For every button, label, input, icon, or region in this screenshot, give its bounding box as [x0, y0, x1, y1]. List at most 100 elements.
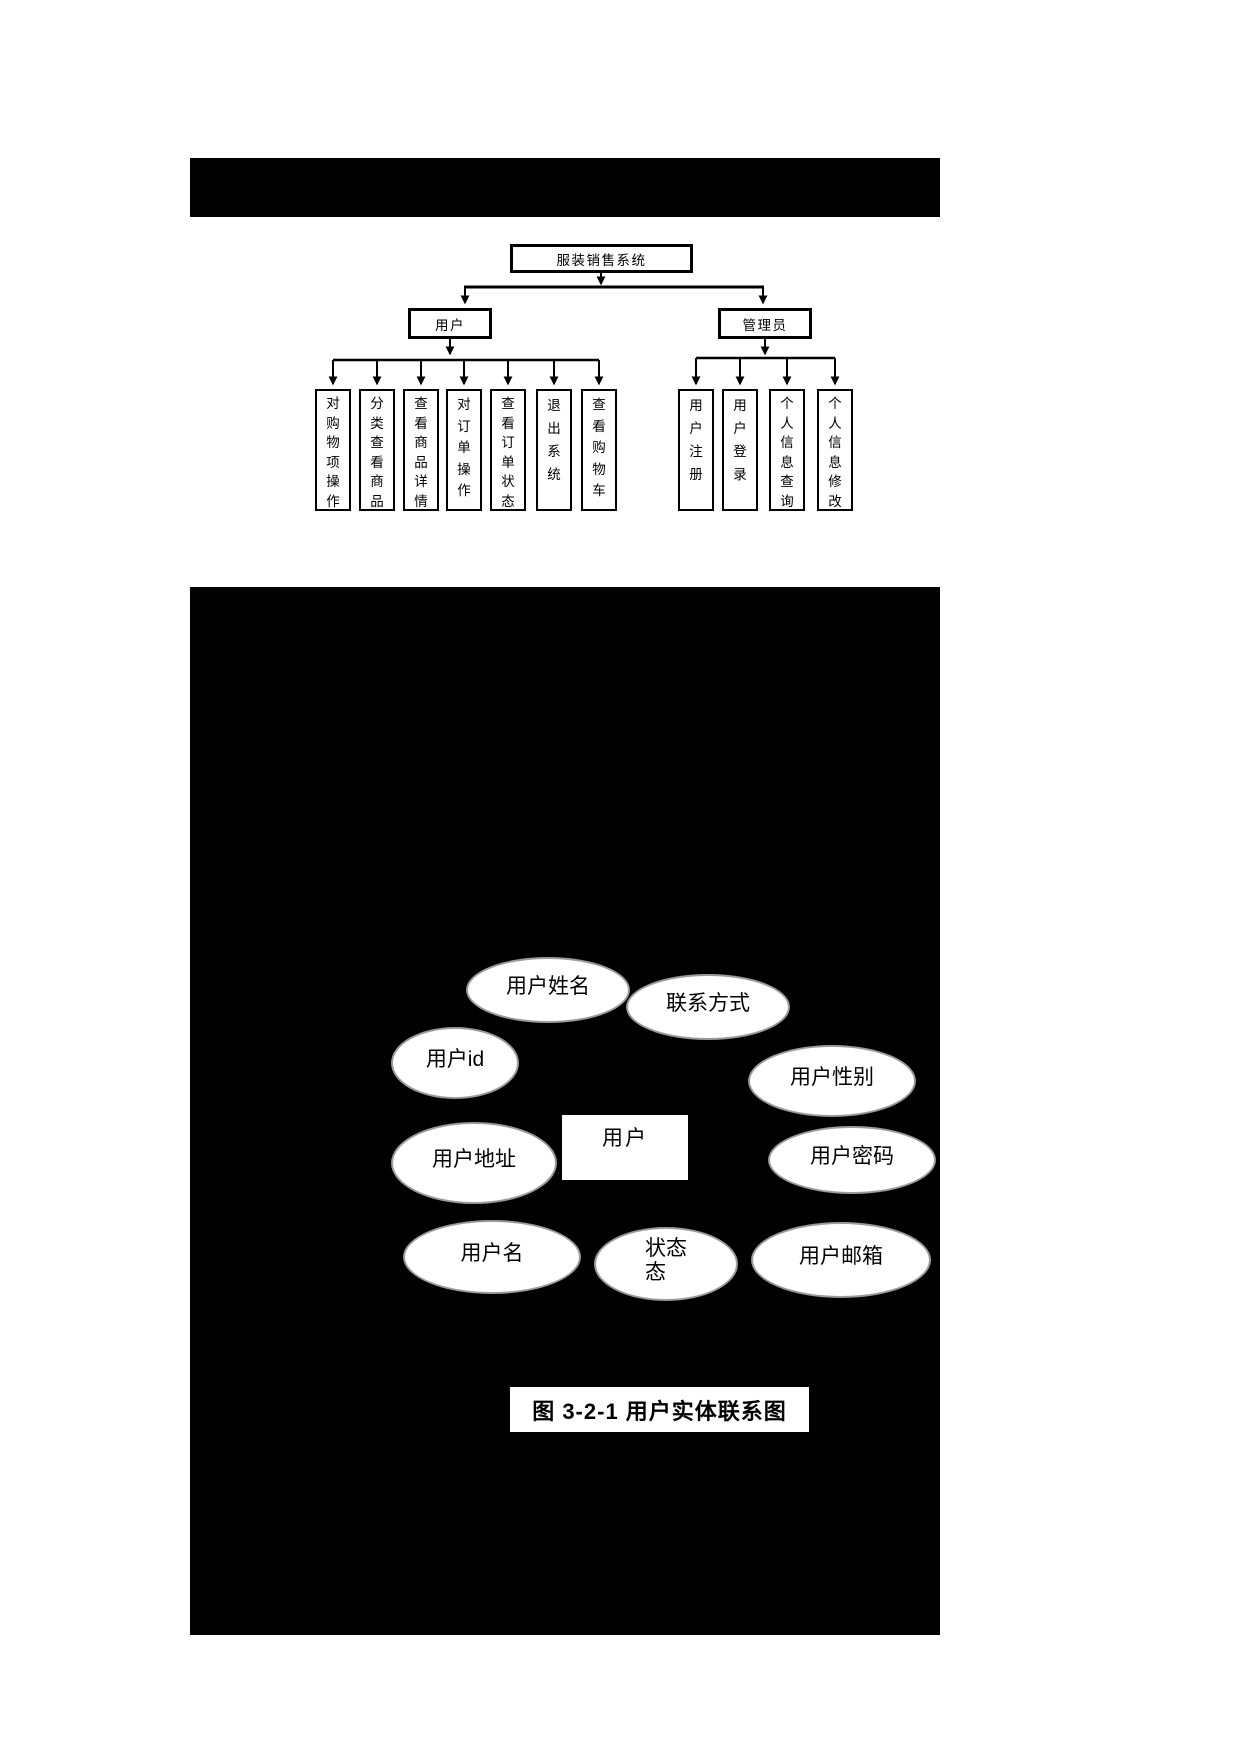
org-leaf-box: 个人信息查询 [769, 389, 805, 511]
org-leaf-box: 对购物项操作 [315, 389, 351, 511]
org-branch-box-user: 用户 [408, 308, 492, 339]
org-leaf-char: 录 [733, 467, 747, 482]
er-attribute-label-line: 用户姓名 [506, 975, 590, 998]
er-attribute-label-line: 联系方式 [666, 992, 750, 1015]
org-leaf-char: 信 [828, 435, 842, 450]
org-leaf-box: 用户登录 [722, 389, 758, 511]
er-attribute-label: 状态态 [645, 1237, 687, 1285]
org-leaf-char: 作 [457, 483, 471, 498]
org-leaf-char: 查 [501, 396, 515, 411]
org-leaf-box: 分类查看商品 [359, 389, 395, 511]
org-leaf-box: 个人信息修改 [817, 389, 853, 511]
org-leaf-char: 订 [501, 435, 515, 450]
org-leaf-char: 询 [780, 493, 794, 509]
org-leaf-char: 查 [780, 474, 794, 489]
org-leaf-char: 户 [689, 421, 703, 436]
org-leaf-char: 查 [370, 435, 384, 450]
org-leaf-char: 详 [414, 474, 428, 489]
org-leaf-char: 查 [592, 397, 606, 412]
org-leaf-char: 商 [414, 435, 428, 450]
figure-caption: 图 3-2-1 用户实体联系图 [510, 1387, 809, 1432]
er-entity-label: 用户 [602, 1127, 648, 1150]
org-leaf-char: 单 [457, 440, 471, 455]
er-attribute-ellipse: 联系方式 [626, 974, 790, 1040]
org-leaf-char: 出 [547, 421, 561, 436]
er-attribute-label-line: 用户性别 [790, 1066, 874, 1089]
org-leaf-char: 状 [501, 474, 515, 489]
org-leaf-box: 退出系统 [536, 389, 572, 511]
org-leaf-char: 看 [370, 454, 384, 470]
org-leaf-char: 看 [414, 415, 428, 431]
er-attribute-label-line: 用户id [425, 1048, 485, 1071]
org-leaf-char: 态 [501, 493, 515, 509]
org-leaf-char: 操 [326, 474, 340, 489]
org-leaf-char: 订 [457, 418, 471, 434]
org-leaf-char: 息 [828, 454, 842, 470]
er-attribute-label: 用户id [426, 1048, 484, 1072]
org-leaf-char: 户 [733, 421, 747, 436]
figure-caption-text: 图 3-2-1 用户实体联系图 [532, 1398, 787, 1424]
org-leaf-char: 情 [414, 493, 428, 509]
org-leaf-char: 人 [780, 415, 794, 431]
org-leaf-char: 对 [326, 396, 340, 411]
redacted-header-bar [190, 158, 940, 217]
er-attribute-ellipse: 用户名 [403, 1220, 581, 1294]
org-leaf-char: 登 [733, 444, 747, 459]
org-branch-admin-label: 管理员 [742, 317, 788, 333]
er-attribute-ellipse: 用户地址 [391, 1122, 557, 1204]
er-attribute-label-line: 用户名 [460, 1242, 524, 1265]
org-leaf-char: 系 [547, 444, 561, 459]
org-leaf-char: 退 [547, 398, 561, 413]
org-leaf-box: 查看商品详情 [403, 389, 439, 511]
org-leaf-char: 信 [780, 435, 794, 450]
org-leaf-char: 统 [547, 467, 561, 482]
er-attribute-label-line: 用户邮箱 [799, 1245, 883, 1268]
org-leaf-char: 类 [370, 415, 384, 431]
org-leaf-box: 用户注册 [678, 389, 714, 511]
org-leaf-char: 对 [457, 397, 471, 412]
org-leaf-char: 单 [501, 454, 515, 470]
org-leaf-char: 改 [828, 493, 842, 509]
org-leaf-char: 用 [733, 398, 747, 413]
er-attribute-ellipse: 用户性别 [748, 1045, 916, 1117]
org-leaf-char: 用 [689, 398, 703, 413]
org-leaf-char: 物 [592, 461, 606, 477]
org-leaf-char: 息 [780, 454, 794, 470]
er-attribute-label: 用户地址 [432, 1148, 516, 1172]
er-attribute-ellipse: 用户密码 [768, 1126, 936, 1194]
org-branch-box-admin: 管理员 [718, 308, 812, 339]
er-attribute-ellipse: 用户邮箱 [751, 1222, 931, 1298]
org-leaf-box: 查看订单状态 [490, 389, 526, 511]
org-leaf-char: 分 [370, 396, 384, 411]
er-attribute-label: 用户姓名 [506, 975, 590, 999]
system-function-diagram: 服装销售系统 用户 管理员 对购物项操作分类查看商品查看商品详情对订单操作查看订… [0, 0, 1240, 600]
org-leaf-char: 人 [828, 415, 842, 431]
org-leaf-char: 物 [326, 435, 340, 450]
org-leaf-char: 册 [689, 467, 703, 482]
er-attribute-label: 联系方式 [666, 992, 750, 1016]
er-attribute-ellipse: 状态态 [594, 1227, 738, 1301]
er-attribute-label-line: 用户密码 [810, 1145, 894, 1168]
er-attribute-label: 用户性别 [790, 1066, 874, 1090]
org-leaf-char: 修 [828, 474, 842, 489]
er-attribute-label: 用户名 [461, 1242, 524, 1266]
er-attribute-label-line: 状态 [645, 1237, 687, 1260]
org-leaf-char: 品 [370, 493, 384, 509]
org-leaf-char: 品 [414, 454, 428, 470]
org-root-box: 服装销售系统 [510, 244, 693, 273]
er-attribute-ellipse: 用户id [391, 1027, 519, 1099]
org-leaf-char: 商 [370, 474, 384, 489]
er-entity-box: 用户 [562, 1115, 688, 1180]
org-branch-user-label: 用户 [435, 317, 465, 333]
org-leaf-char: 查 [414, 396, 428, 411]
er-attribute-label-line: 态 [645, 1261, 666, 1284]
org-connector-lines [328, 272, 840, 386]
org-leaf-char: 个 [780, 396, 794, 411]
org-leaf-char: 项 [326, 454, 340, 470]
org-leaf-char: 看 [592, 418, 606, 434]
org-leaf-char: 购 [592, 440, 606, 455]
er-attribute-label: 用户邮箱 [799, 1245, 883, 1269]
er-attribute-label: 用户密码 [810, 1145, 894, 1169]
